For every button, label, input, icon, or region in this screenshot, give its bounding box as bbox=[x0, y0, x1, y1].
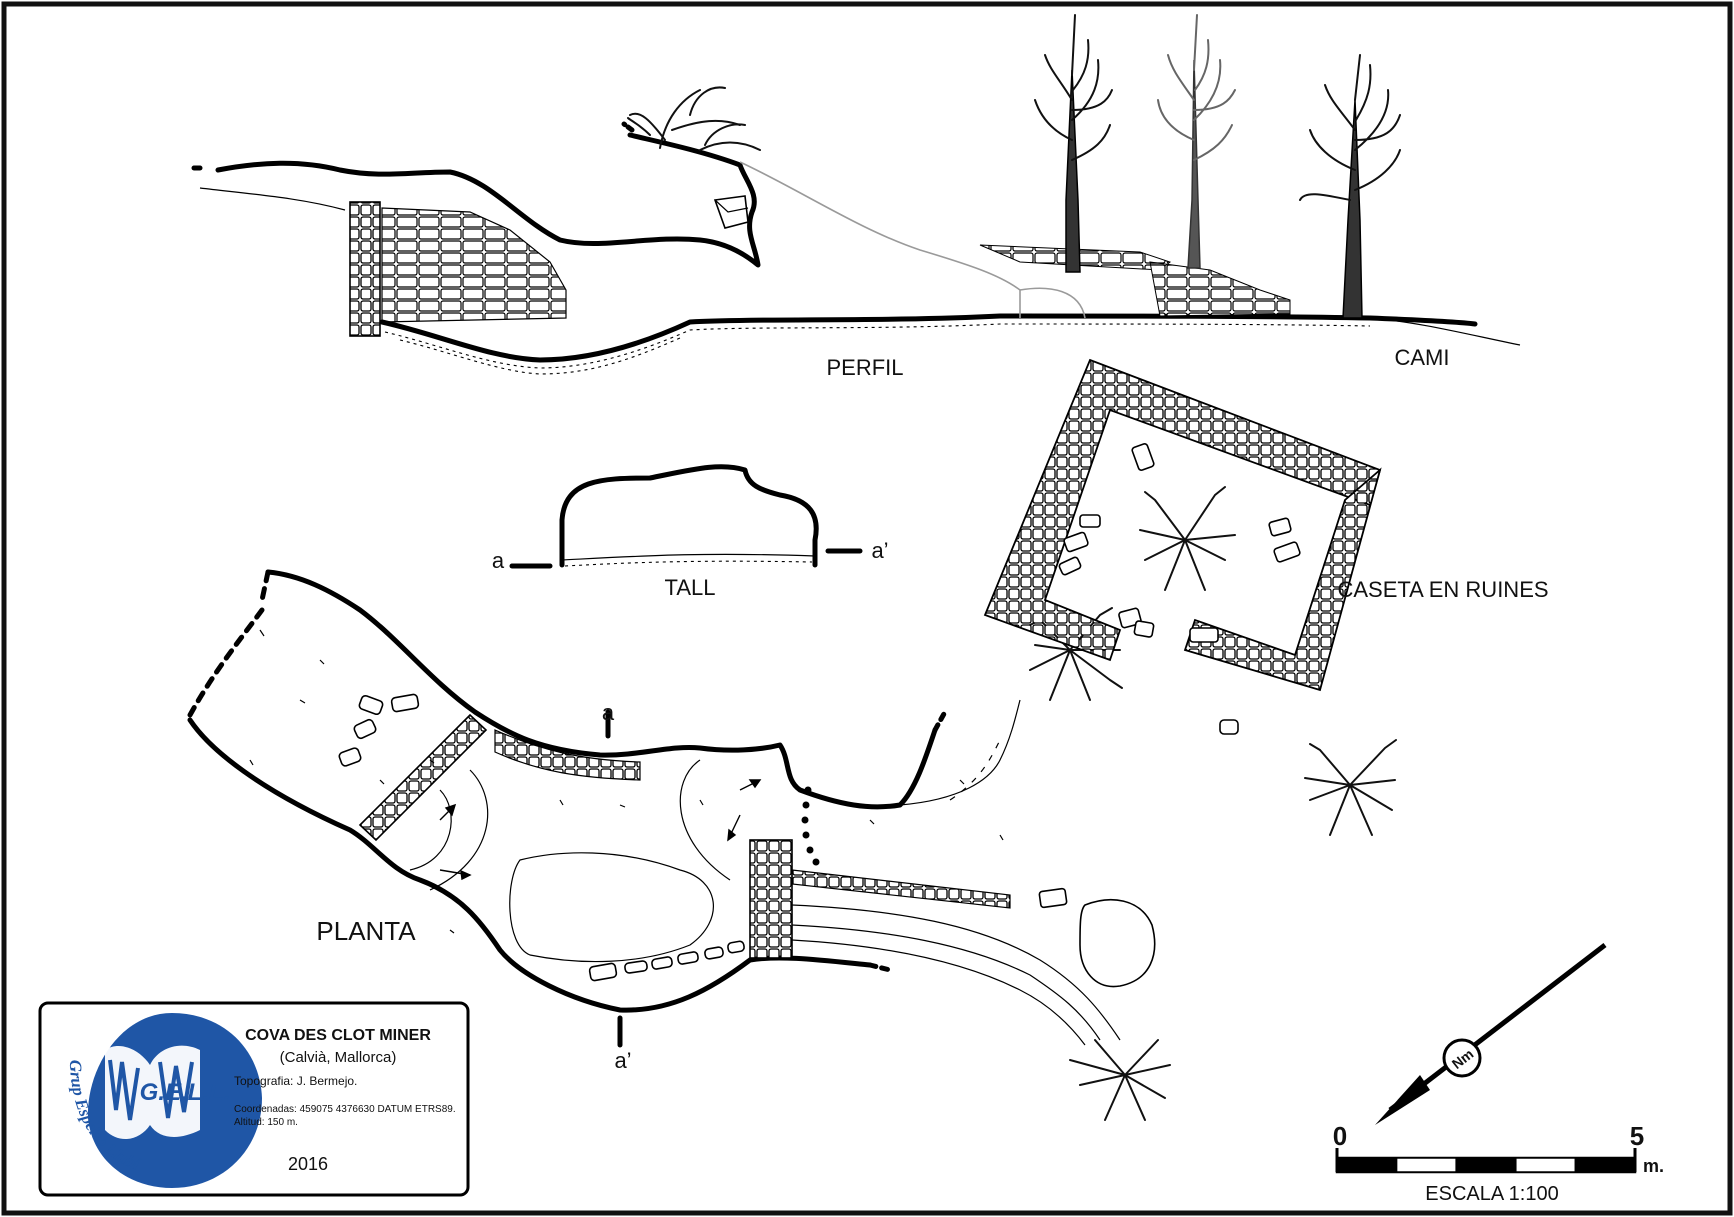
plan-path-wall bbox=[791, 869, 1011, 909]
scale-bar: 0 5 m. ESCALA 1:100 bbox=[1333, 1121, 1664, 1205]
cross-section bbox=[509, 464, 863, 569]
north-arrow-head bbox=[1375, 1075, 1430, 1125]
scale-bar-unit: m. bbox=[1643, 1156, 1664, 1176]
plan-upper-rubble bbox=[494, 729, 641, 781]
scale-bar-segment bbox=[1455, 1157, 1517, 1173]
plan-slope-arrows bbox=[439, 779, 762, 881]
profile-terrace-wall bbox=[1149, 261, 1291, 317]
profile-tree-1 bbox=[1034, 14, 1113, 273]
cross-section-outline bbox=[559, 464, 819, 568]
plan-lower-stones bbox=[588, 940, 745, 982]
profile-entrance-block bbox=[713, 195, 749, 229]
gell-logo-stalactites bbox=[108, 1059, 194, 1121]
plan-slope-1 bbox=[899, 699, 1021, 806]
north-arrow-badge bbox=[1442, 1038, 1482, 1078]
plan-drip-line bbox=[801, 786, 820, 866]
plan-path-line-3 bbox=[791, 939, 1086, 1046]
profile-stone-column bbox=[349, 201, 381, 337]
profile-floor bbox=[379, 313, 1478, 363]
profile-tree-2 bbox=[1157, 14, 1236, 269]
profile-terrain-grey-2 bbox=[1019, 287, 1086, 319]
profile-dry-stone-wall bbox=[381, 207, 567, 323]
plan-diagonal-wall bbox=[358, 713, 488, 842]
plan-open-end-right bbox=[932, 709, 948, 733]
survey-year: 2016 bbox=[288, 1154, 328, 1174]
cave-location: (Calvià, Mallorca) bbox=[280, 1049, 397, 1066]
scale-bar-segment bbox=[1395, 1157, 1457, 1173]
label-planta: PLANTA bbox=[316, 916, 416, 946]
plan-view bbox=[187, 486, 1397, 1121]
profile-ceiling bbox=[215, 132, 761, 268]
label-tall: TALL bbox=[665, 575, 716, 600]
scale-bar-start-label: 0 bbox=[1333, 1121, 1347, 1151]
plan-central-wall bbox=[749, 839, 793, 959]
plan-path-line-1 bbox=[791, 904, 1121, 1041]
plan-open-end-left bbox=[187, 607, 265, 718]
hut-loose-stones bbox=[1058, 443, 1301, 643]
topography-credit: Topografia: J. Bermejo. bbox=[234, 1074, 357, 1088]
profile-terrain-grey bbox=[739, 161, 1021, 318]
gell-logo: G.E.L.L. Grup Espeleo Llubí bbox=[66, 1013, 262, 1188]
plan-bush-3 bbox=[1069, 1039, 1171, 1121]
profile-path-slope bbox=[1369, 317, 1521, 346]
plan-contour-left bbox=[429, 769, 489, 891]
profile-bush bbox=[627, 86, 761, 151]
cave-name: COVA DES CLOT MINER bbox=[245, 1027, 431, 1044]
scale-bar-segment bbox=[1574, 1157, 1636, 1173]
label-caseta: CASETA EN RUINES bbox=[1337, 577, 1548, 602]
north-arrow-shaft bbox=[1388, 943, 1607, 1112]
plan-sediment-marks bbox=[249, 629, 1004, 934]
plan-contour-left-2 bbox=[409, 789, 452, 871]
scale-bar-segments bbox=[1336, 1157, 1636, 1173]
plan-open-end-bottom bbox=[867, 962, 893, 973]
profile-entrance-block-edge bbox=[714, 199, 749, 213]
hut-wall-east bbox=[1183, 467, 1382, 692]
north-arrow: Nm bbox=[1375, 943, 1607, 1125]
plan-slope-2 bbox=[949, 739, 1001, 801]
profile-surface-left bbox=[199, 187, 346, 211]
scale-bar-segment bbox=[1515, 1157, 1577, 1173]
plan-lower-wall bbox=[187, 717, 873, 1013]
label-plan-a-prime: a’ bbox=[614, 1048, 631, 1073]
profile-section bbox=[187, 14, 1521, 375]
title-block: G.E.L.L. Grup Espeleo Llubí COVA DES CLO… bbox=[38, 1001, 470, 1197]
scale-bar-end-label: 5 bbox=[1630, 1121, 1644, 1151]
plan-scattered-stones bbox=[338, 693, 1239, 988]
plan-path-line-2 bbox=[791, 924, 1101, 1041]
altitude: Altitud: 150 m. bbox=[234, 1117, 298, 1128]
ruined-hut bbox=[983, 358, 1382, 692]
coordinates: Coordenadas: 459075 4376630 DATUM ETRS89… bbox=[234, 1104, 456, 1115]
label-cami: CAMI bbox=[1395, 345, 1450, 370]
scale-bar-segment bbox=[1336, 1157, 1398, 1173]
label-perfil: PERFIL bbox=[826, 355, 903, 380]
caseta-bush bbox=[1139, 486, 1236, 591]
cross-section-sediment bbox=[564, 560, 813, 567]
profile-ceiling-open-end-2 bbox=[621, 121, 635, 133]
plan-contour-right bbox=[679, 759, 731, 881]
cross-section-floor bbox=[561, 553, 816, 561]
label-plan-a: a bbox=[602, 700, 615, 725]
gell-logo-abbrev: G.E.L.L. bbox=[140, 1079, 231, 1106]
plan-inner-depression bbox=[509, 852, 714, 963]
label-tall-a-prime: a’ bbox=[871, 538, 888, 563]
scale-bar-caption: ESCALA 1:100 bbox=[1425, 1183, 1558, 1205]
plan-open-end-top bbox=[259, 569, 271, 603]
plan-upper-wall bbox=[265, 569, 938, 810]
profile-tree-3 bbox=[1299, 54, 1401, 319]
plan-bush-2 bbox=[1304, 739, 1397, 836]
label-tall-a: a bbox=[492, 548, 505, 573]
